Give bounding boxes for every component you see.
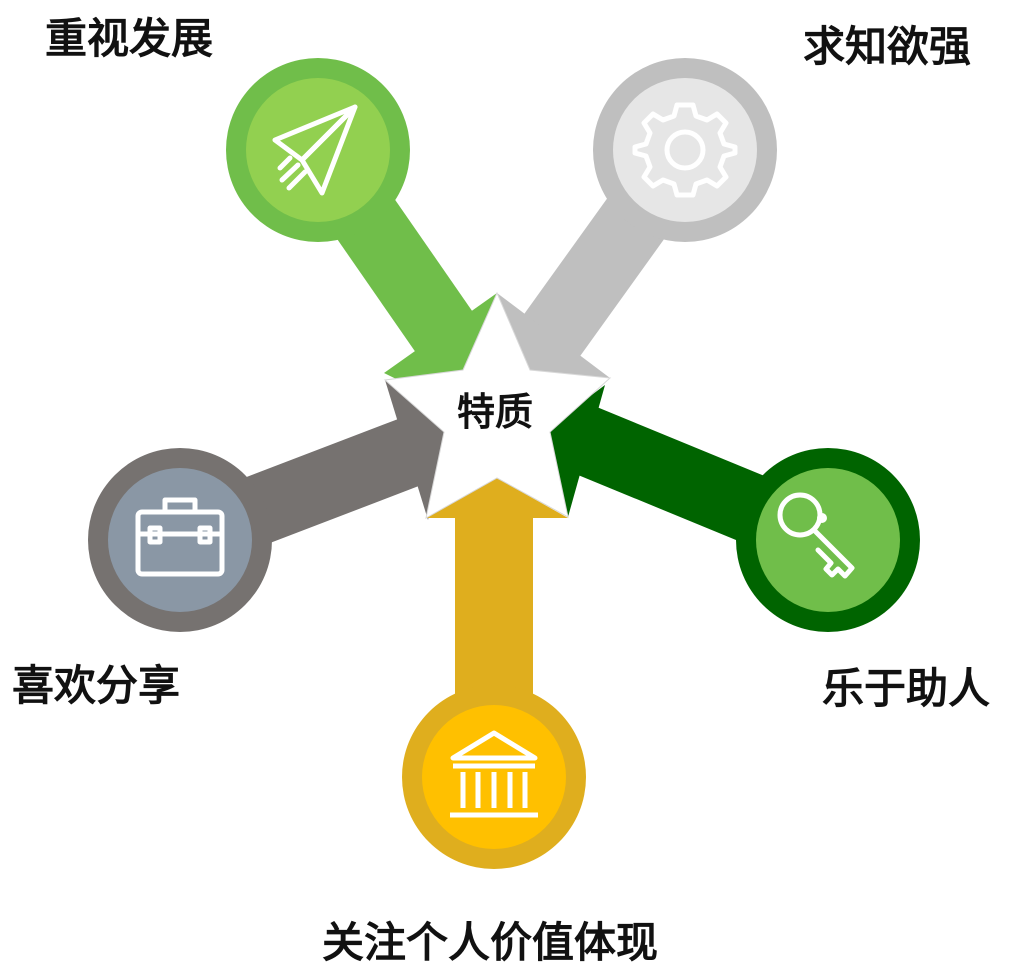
node-left	[88, 448, 272, 632]
key-icon	[777, 492, 855, 579]
bank-icon	[450, 730, 538, 818]
label-top-left: 重视发展	[45, 14, 214, 63]
node-top-left	[226, 58, 410, 242]
node-right	[736, 448, 920, 632]
center-star	[383, 291, 612, 519]
label-left: 喜欢分享	[12, 661, 181, 710]
node-top-right	[593, 58, 777, 242]
label-right: 乐于助人	[822, 664, 991, 713]
label-bottom: 关注个人价值体现	[322, 918, 659, 967]
arrowhead-bottom	[426, 478, 568, 518]
gear-icon	[632, 102, 738, 198]
toolbox-icon	[135, 497, 225, 577]
paper-plane-icon	[272, 104, 358, 196]
label-top-right: 求知欲强	[803, 22, 972, 71]
center-label: 特质	[456, 390, 533, 434]
